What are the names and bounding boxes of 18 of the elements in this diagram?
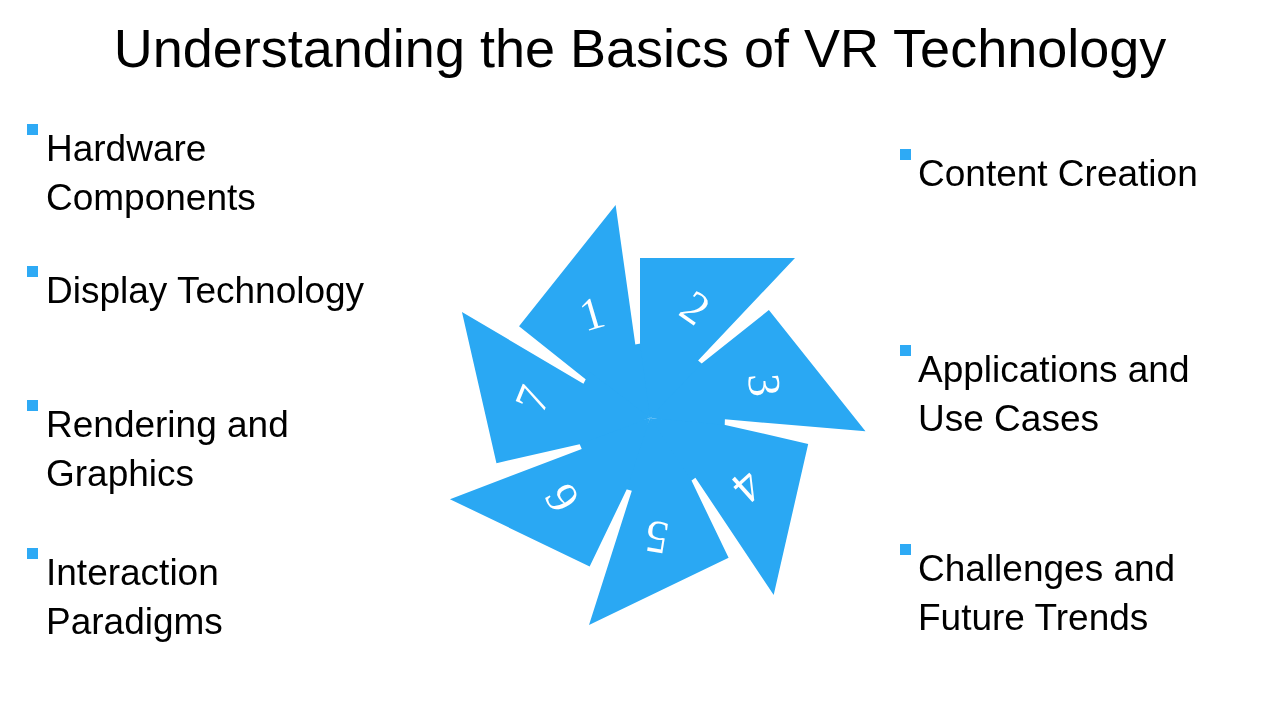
step-number: 3 <box>740 371 788 398</box>
bullet-text: Content Creation <box>918 152 1199 196</box>
pinwheel-blade <box>588 418 729 626</box>
step-number: 6 <box>536 476 588 519</box>
pinwheel-blade <box>518 204 650 418</box>
bullet-text: Rendering and Graphics <box>46 403 290 496</box>
pinwheel-blade <box>640 258 795 418</box>
step-number: 5 <box>642 512 673 562</box>
bullet-text: Hardware Components <box>46 127 257 220</box>
step-number: 2 <box>672 282 718 334</box>
step-number: 4 <box>723 461 772 512</box>
bullet-text: Interaction Paradigms <box>46 551 224 644</box>
bullet-text: Display Technology <box>46 269 366 313</box>
bullet-text: Challenges and Future Trends <box>918 547 1177 640</box>
title: Understanding the Basics of VR Technology <box>113 17 1167 80</box>
bullet-text: Applications and Use Cases <box>918 348 1191 441</box>
step-number: 1 <box>574 288 610 340</box>
step-number: 7 <box>507 379 559 418</box>
